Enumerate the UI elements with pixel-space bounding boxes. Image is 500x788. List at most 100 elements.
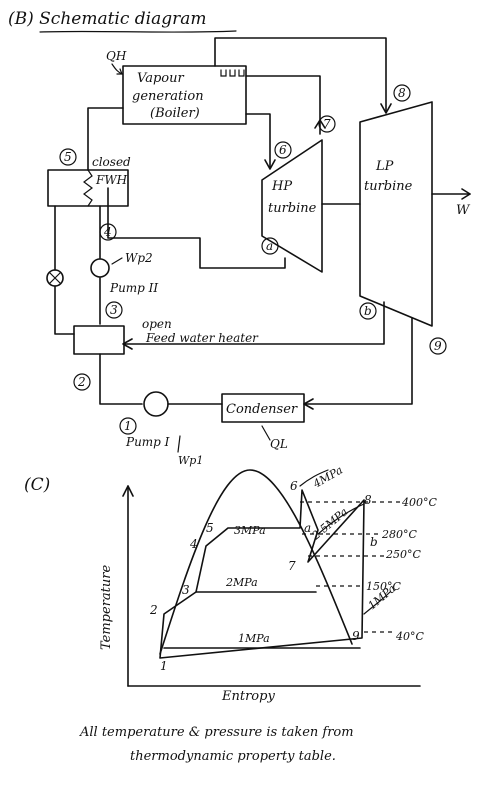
state-6-label: 6 bbox=[279, 143, 287, 157]
point-1: 1 bbox=[160, 659, 168, 673]
pump-1 bbox=[143, 391, 169, 417]
state-a-circle bbox=[261, 237, 279, 255]
temp-280c: 280°C bbox=[381, 528, 417, 541]
hp-turbine bbox=[261, 139, 323, 273]
open-fwh-box bbox=[73, 325, 125, 355]
open-fwh-label-2: Feed water heater bbox=[145, 331, 259, 345]
temp-400c: 400°C bbox=[401, 496, 437, 509]
state-3-circle bbox=[105, 301, 123, 319]
heading-underline bbox=[39, 30, 237, 33]
state-2-label: 2 bbox=[77, 375, 86, 389]
temp-250c: 250°C bbox=[385, 548, 421, 561]
state-1-circle bbox=[119, 417, 137, 435]
lp-turbine-label-2: turbine bbox=[364, 179, 413, 194]
ql-arrow bbox=[261, 425, 271, 441]
state-5-circle bbox=[59, 148, 77, 166]
ts-heading: (C) bbox=[24, 475, 50, 495]
state-8-circle bbox=[393, 84, 411, 102]
qh-arrowhead bbox=[116, 68, 123, 75]
wp1-arrow bbox=[177, 435, 181, 453]
pump1-to-open-fwh-line bbox=[99, 353, 143, 405]
state-7-circle bbox=[318, 115, 336, 133]
y-axis-label: Temperature bbox=[99, 565, 114, 650]
state-4-circle bbox=[99, 223, 117, 241]
state8-arrowhead bbox=[380, 103, 392, 114]
point-2: 2 bbox=[149, 603, 158, 617]
closed-fwh-coil bbox=[83, 169, 93, 207]
hp-extraction-line bbox=[107, 187, 286, 269]
throttle-valve bbox=[46, 269, 64, 287]
lp-extraction-line bbox=[123, 301, 385, 345]
footnote-line-1: All temperature & pressure is taken from bbox=[79, 725, 354, 740]
state-b-label: b bbox=[364, 304, 372, 318]
closed-fwh-label-2: FWH bbox=[95, 173, 128, 187]
fwh-to-boiler-line bbox=[87, 107, 124, 171]
throttle-valve-x bbox=[49, 272, 61, 284]
pressure-4mpa: 4MPa bbox=[310, 463, 345, 491]
point-a: a bbox=[304, 521, 311, 535]
temp-150c: 150°C bbox=[366, 580, 401, 593]
isobar-2-5mpa bbox=[317, 503, 365, 535]
work-label: W bbox=[456, 203, 471, 218]
state-4-label: 4 bbox=[103, 225, 112, 239]
hp-turbine-label-2: turbine bbox=[268, 201, 317, 216]
pressure-1mpa-isobar: 1MPa bbox=[238, 632, 270, 645]
point-b: b bbox=[370, 535, 378, 549]
hp-exhaust-line bbox=[245, 75, 321, 135]
state6-arrowhead bbox=[264, 159, 276, 170]
hp-turbine-label-1: HP bbox=[271, 179, 292, 194]
pump1-label: Pump I bbox=[125, 435, 170, 449]
reheat-line-to-lp bbox=[214, 37, 387, 113]
state-6-circle bbox=[274, 141, 292, 159]
boiler-to-hp-line bbox=[245, 113, 271, 169]
temp-40c: 40°C bbox=[395, 630, 424, 643]
state-8-label: 8 bbox=[398, 86, 406, 100]
condenser-label: Condenser bbox=[226, 402, 298, 417]
isobar-1mpa-label-curve bbox=[363, 591, 391, 615]
state-b-arrowhead bbox=[122, 338, 133, 350]
cycle-path bbox=[159, 489, 365, 659]
wp1-label: Wp1 bbox=[178, 454, 203, 467]
state-5-label: 5 bbox=[64, 150, 72, 164]
wp2-arrow bbox=[111, 257, 123, 265]
lp-exhaust-line bbox=[303, 317, 413, 405]
ql-label: QL bbox=[270, 437, 288, 451]
lp-turbine bbox=[359, 101, 433, 327]
point-8: 8 bbox=[364, 493, 372, 507]
pressure-3mpa: 3MPa bbox=[234, 524, 266, 537]
state-2-circle bbox=[73, 373, 91, 391]
state-3-label: 3 bbox=[110, 303, 118, 317]
saturation-dome bbox=[159, 469, 353, 655]
point-4: 4 bbox=[189, 537, 198, 551]
boiler-box bbox=[122, 65, 247, 125]
point-7: 7 bbox=[288, 559, 296, 573]
work-arrowhead bbox=[461, 188, 471, 200]
footnote-line-2: thermodynamic property table. bbox=[130, 749, 336, 764]
closed-fwh-label-1: closed bbox=[92, 155, 131, 169]
pump-2 bbox=[90, 258, 110, 278]
point-3: 3 bbox=[182, 583, 190, 597]
boiler-label-2: generation bbox=[132, 89, 204, 104]
lp-turbine-label-1: LP bbox=[375, 159, 394, 174]
boiler-label-1: Vapour bbox=[137, 71, 184, 86]
state-9-label: 9 bbox=[434, 339, 442, 353]
state-a-label: a bbox=[266, 239, 273, 253]
boiler-label-3: (Boiler) bbox=[150, 106, 200, 121]
state-1-label: 1 bbox=[124, 419, 132, 433]
open-fwh-label-1: open bbox=[142, 317, 172, 331]
x-axis-label: Entropy bbox=[221, 689, 275, 704]
y-axis-arrowhead bbox=[122, 485, 134, 497]
state-b-circle bbox=[359, 302, 377, 320]
schematic-heading: (B) Schematic diagram bbox=[8, 9, 207, 29]
state-9-circle bbox=[429, 337, 447, 355]
condenser-box bbox=[221, 393, 305, 423]
trap-drain-line bbox=[54, 205, 75, 335]
pressure-2mpa: 2MPa bbox=[225, 576, 258, 589]
point-9: 9 bbox=[352, 629, 360, 643]
isobar-4mpa bbox=[299, 469, 329, 487]
point-6: 6 bbox=[290, 479, 298, 493]
reheat-coil bbox=[220, 69, 245, 77]
state-7-label: 7 bbox=[323, 117, 331, 131]
state-markers: 1 2 3 4 5 6 7 8 9 a b bbox=[59, 84, 447, 435]
